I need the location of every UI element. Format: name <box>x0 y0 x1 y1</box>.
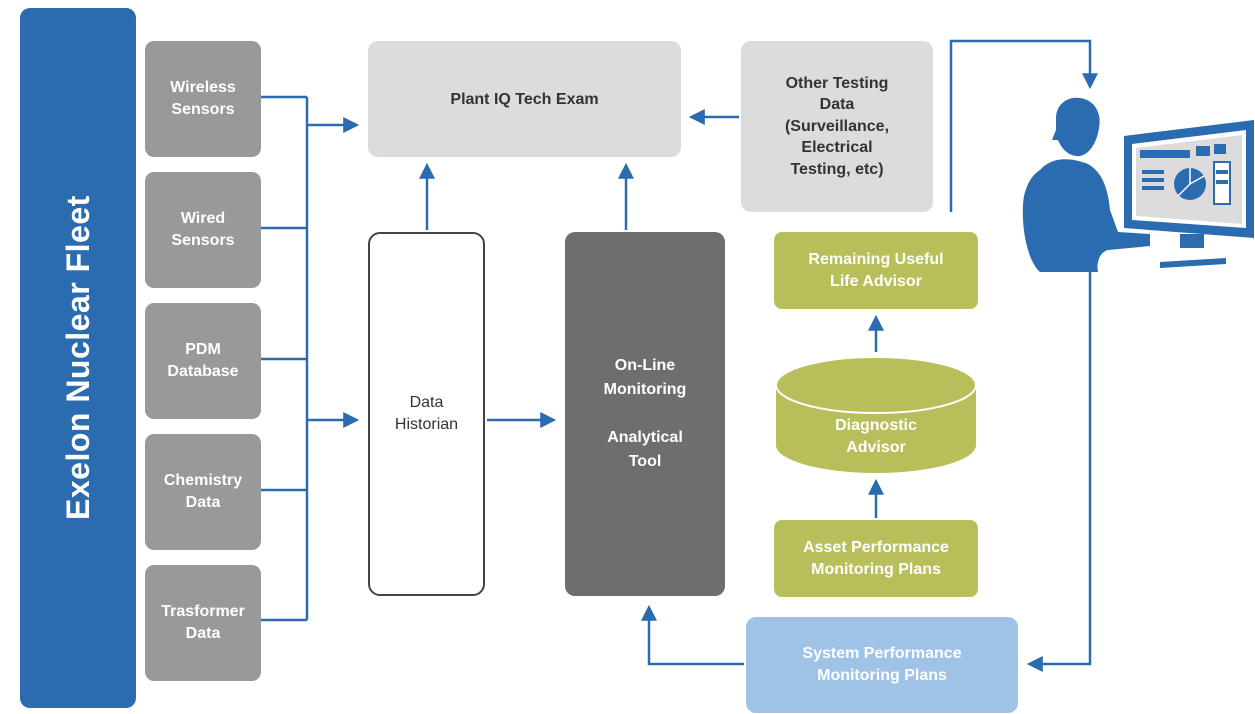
asset-plans-label: Asset Performance Monitoring Plans <box>803 538 949 578</box>
source-label: PDM Database <box>167 341 239 380</box>
arrow-to-operator <box>949 39 1098 212</box>
online-monitoring-tool-box: On-Line Monitoring Analytical Tool <box>565 232 725 596</box>
diagnostic-advisor-cylinder <box>775 356 977 473</box>
olm-label: On-Line Monitoring Analytical Tool <box>603 357 687 470</box>
diagnostic-advisor-label: Diagnostic Advisor <box>835 417 917 456</box>
other-testing-data-box: Other Testing Data (Surveillance, Electr… <box>741 41 933 212</box>
source-label: Chemistry Data <box>163 472 243 511</box>
source-label: Wired Sensors <box>171 210 235 249</box>
source-label: Wireless Sensors <box>170 79 236 118</box>
system-performance-plans-box: System Performance Monitoring Plans <box>746 617 1018 713</box>
arrow-operator-to-system-plans <box>1026 262 1092 672</box>
source-chemistry-data: Chemistry Data <box>145 434 261 550</box>
source-wireless-sensors: Wireless Sensors <box>145 41 261 157</box>
plant-iq-tech-exam-box: Plant IQ Tech Exam <box>368 41 681 157</box>
other-testing-label: Other Testing Data (Surveillance, Electr… <box>784 74 890 178</box>
data-historian-box: Data Historian <box>368 232 485 596</box>
source-label: Trasformer Data <box>161 603 245 642</box>
source-wired-sensors: Wired Sensors <box>145 172 261 288</box>
source-transformer-data: Trasformer Data <box>145 565 261 681</box>
plant-iq-label: Plant IQ Tech Exam <box>450 91 599 108</box>
historian-label: Data Historian <box>394 394 459 433</box>
source-pdm-database: PDM Database <box>145 303 261 419</box>
rul-label: Remaining Useful Life Advisor <box>808 250 944 290</box>
fleet-banner: Exelon Nuclear Fleet <box>20 8 136 708</box>
operator-at-computer-icon <box>1022 97 1254 272</box>
system-plans-label: System Performance Monitoring Plans <box>802 645 962 684</box>
arrow-system-plans-to-olm <box>641 604 744 666</box>
asset-performance-plans-box: Asset Performance Monitoring Plans <box>774 520 978 597</box>
remaining-useful-life-advisor-box: Remaining Useful Life Advisor <box>774 232 978 309</box>
